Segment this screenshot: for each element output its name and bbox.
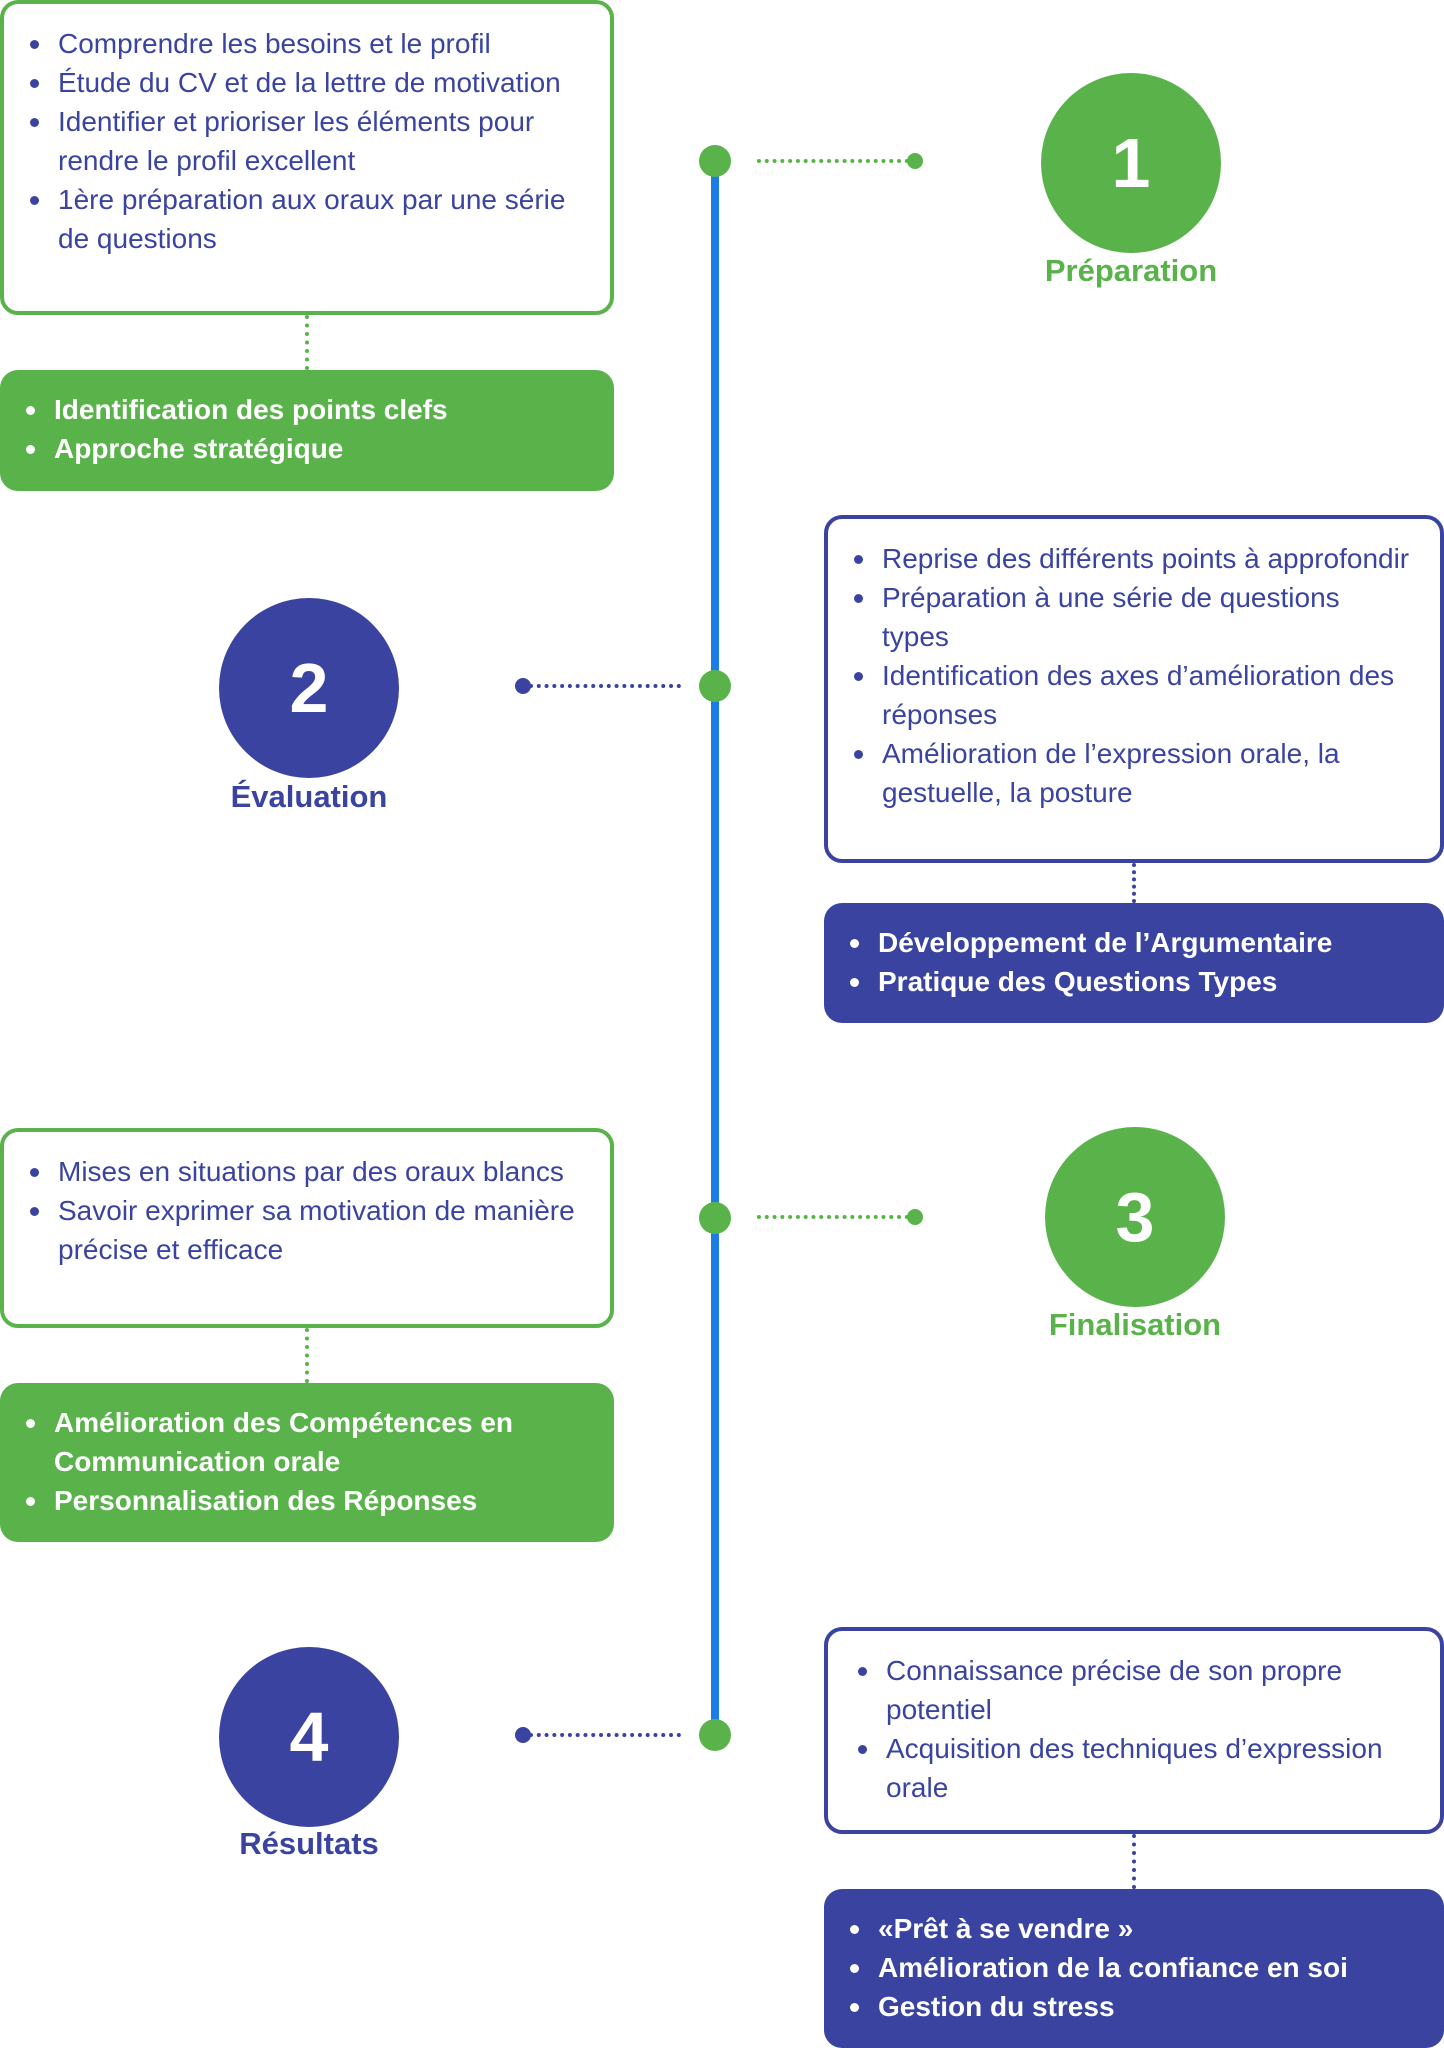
list-item: Étude du CV et de la lettre de motivatio… [28,63,584,102]
step-1-details-box: Comprendre les besoins et le profil Étud… [0,0,614,315]
step-1-title: Préparation [1044,253,1218,288]
step-3-number: 3 [1115,1178,1155,1256]
step-2-connector-end [515,678,531,694]
step-2-outcomes-box: Développement de l’Argumentaire Pratique… [824,903,1444,1023]
step-2-number-badge: 2 [219,598,399,778]
step-2-details-list: Reprise des différents points à approfon… [852,539,1414,812]
timeline-line [711,162,719,1739]
step-1-timeline-dot [699,145,731,177]
list-item: Mises en situations par des oraux blancs [28,1152,584,1191]
step-1-outcomes-box: Identification des points clefs Approche… [0,370,614,491]
list-item: Comprendre les besoins et le profil [28,24,584,63]
step-3-timeline-dot [699,1202,731,1234]
list-item: Reprise des différents points à approfon… [852,539,1414,578]
step-3-details-list: Mises en situations par des oraux blancs… [28,1152,584,1269]
step-1-box-connector [305,315,309,370]
step-2-connector [529,684,681,688]
list-item: Personnalisation des Réponses [24,1481,588,1520]
step-3-outcomes-list: Amélioration des Compétences en Communic… [24,1403,588,1520]
step-1-number: 1 [1111,124,1151,202]
list-item: Préparation à une série de questions typ… [852,578,1414,656]
step-1-number-badge: 1 [1041,73,1221,253]
list-item: Identification des axes d’amélioration d… [852,656,1414,734]
step-3-outcomes-box: Amélioration des Compétences en Communic… [0,1383,614,1542]
step-1-connector-end [907,153,923,169]
step-4-connector-end [515,1727,531,1743]
list-item: Amélioration des Compétences en Communic… [24,1403,588,1481]
step-4-outcomes-list: «Prêt à se vendre » Amélioration de la c… [848,1909,1418,2026]
list-item: «Prêt à se vendre » [848,1909,1418,1948]
step-3-title: Finalisation [1048,1307,1222,1342]
step-4-outcomes-box: «Prêt à se vendre » Amélioration de la c… [824,1889,1444,2048]
step-4-number-badge: 4 [219,1647,399,1827]
step-2-outcomes-list: Développement de l’Argumentaire Pratique… [848,923,1418,1001]
step-2-timeline-dot [699,670,731,702]
list-item: Amélioration de la confiance en soi [848,1948,1418,1987]
step-4-connector [529,1733,681,1737]
step-4-details-box: Connaissance précise de son propre poten… [824,1627,1444,1834]
step-3-box-connector [305,1328,309,1383]
list-item: Pratique des Questions Types [848,962,1418,1001]
list-item: Savoir exprimer sa motivation de manière… [28,1191,584,1269]
step-1-connector [757,159,909,163]
step-3-details-box: Mises en situations par des oraux blancs… [0,1128,614,1328]
step-2-details-box: Reprise des différents points à approfon… [824,515,1444,863]
step-4-box-connector [1132,1834,1136,1889]
step-2-box-connector [1132,863,1136,903]
list-item: Approche stratégique [24,429,588,468]
step-4-details-list: Connaissance précise de son propre poten… [856,1651,1414,1807]
step-1-outcomes-list: Identification des points clefs Approche… [24,390,588,468]
step-4-title: Résultats [239,1826,379,1861]
list-item: Amélioration de l’expression orale, la g… [852,734,1414,812]
step-3-connector-end [907,1209,923,1225]
step-4-number: 4 [289,1698,329,1776]
step-4-timeline-dot [699,1719,731,1751]
list-item: Acquisition des techniques d’expression … [856,1729,1414,1807]
list-item: Identifier et prioriser les éléments pou… [28,102,584,180]
list-item: Identification des points clefs [24,390,588,429]
list-item: Développement de l’Argumentaire [848,923,1418,962]
step-2-title: Évaluation [230,779,388,814]
step-3-number-badge: 3 [1045,1127,1225,1307]
list-item: Connaissance précise de son propre poten… [856,1651,1414,1729]
step-3-connector [757,1215,909,1219]
list-item: 1ère préparation aux oraux par une série… [28,180,584,258]
list-item: Gestion du stress [848,1987,1418,2026]
step-1-details-list: Comprendre les besoins et le profil Étud… [28,24,584,258]
step-2-number: 2 [289,649,329,727]
